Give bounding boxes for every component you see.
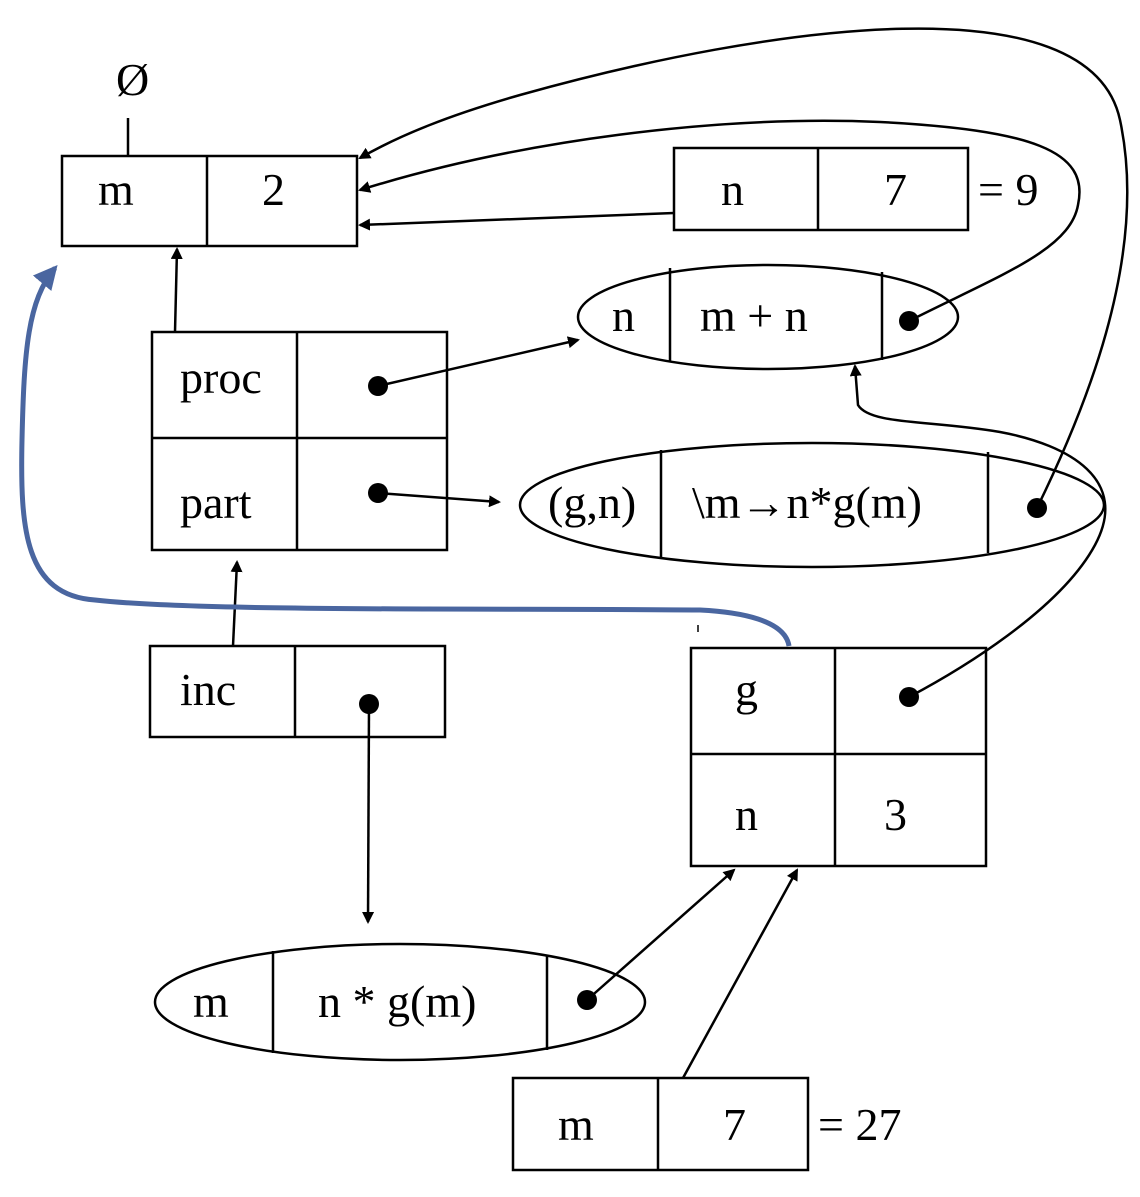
closure-mul-param: m bbox=[193, 976, 229, 1027]
frame-defs-proc: proc bbox=[180, 352, 262, 403]
frame-call-n: n 7 = 9 bbox=[672, 146, 1038, 232]
closure-mul: m n * g(m) bbox=[153, 942, 647, 1062]
arrow-inc-to-closure-mul bbox=[362, 703, 375, 924]
frame-defs-part: part bbox=[180, 477, 252, 528]
arrow-proc-to-closure-add bbox=[377, 336, 580, 388]
frame-call-m-result: = 27 bbox=[818, 1099, 901, 1150]
frame-g-var-g: g bbox=[735, 664, 758, 715]
frame-call-n-var: n bbox=[721, 164, 744, 215]
frame-global-val: 2 bbox=[262, 164, 285, 215]
frame-g: g n 3 bbox=[689, 646, 988, 868]
frame-g-val-n: 3 bbox=[884, 789, 907, 840]
arrow-frame-call-n-to-global bbox=[358, 211, 675, 231]
frame-call-m: m 7 = 27 bbox=[511, 1076, 901, 1172]
frame-inc: inc bbox=[148, 644, 447, 739]
frame-global: m 2 bbox=[60, 154, 359, 248]
arrow-g-to-closure-add bbox=[849, 364, 1107, 699]
arrow-frame-inc-to-frame-defs bbox=[230, 560, 243, 647]
frame-call-n-result: = 9 bbox=[978, 164, 1038, 215]
arrow-closure-mul-to-frame-g bbox=[586, 868, 736, 1001]
frame-g-var-n: n bbox=[735, 789, 758, 840]
frame-defs: proc part bbox=[150, 330, 449, 552]
arrow-frame-call-m-to-frame-g bbox=[681, 868, 799, 1079]
closure-mul-body: n * g(m) bbox=[318, 976, 476, 1027]
closure-add: n m + n bbox=[576, 263, 960, 371]
closure-part: (g,n) \m→n*g(m) bbox=[518, 441, 1106, 569]
arrow-frame-defs-to-global bbox=[170, 247, 183, 333]
frame-call-m-val: 7 bbox=[723, 1099, 746, 1150]
arrow-frame-g-to-global-highlight bbox=[19, 264, 792, 647]
frame-global-var: m bbox=[98, 164, 134, 215]
closure-add-body: m + n bbox=[700, 290, 808, 341]
closure-add-param: n bbox=[612, 290, 635, 341]
frame-call-m-var: m bbox=[558, 1099, 594, 1150]
arrow-closure-add-to-global bbox=[358, 119, 1081, 323]
frame-inc-var: inc bbox=[180, 664, 236, 715]
arrow-closure-part-to-global bbox=[358, 27, 1129, 509]
null-environment-label: Ø bbox=[116, 54, 149, 105]
closure-part-body: \m→n*g(m) bbox=[692, 477, 922, 528]
frame-call-n-val: 7 bbox=[884, 164, 907, 215]
closure-part-params: (g,n) bbox=[548, 477, 636, 528]
arrow-part-to-closure-part bbox=[377, 491, 501, 508]
